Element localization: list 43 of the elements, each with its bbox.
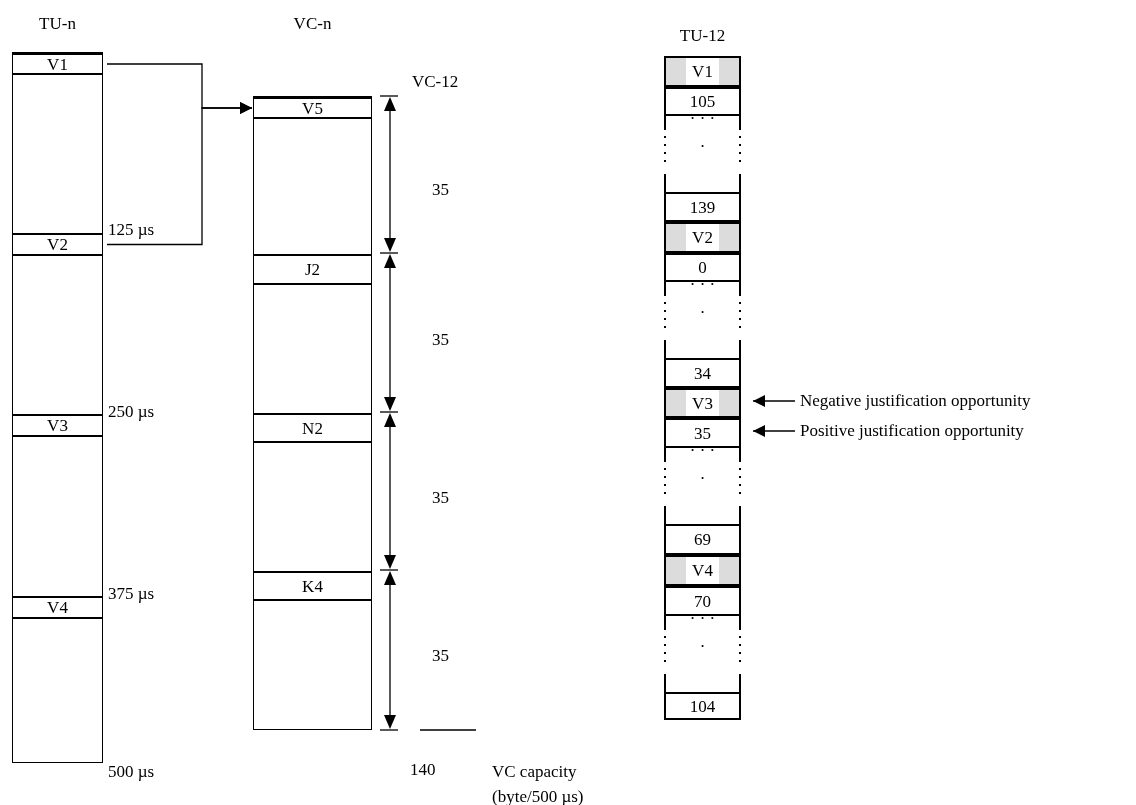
- byte-count-label: 35: [432, 646, 449, 666]
- byte-count-label: 35: [432, 180, 449, 200]
- time-label: 375 µs: [108, 584, 155, 604]
- field-row: V4: [12, 596, 103, 619]
- pointer-byte-cell: V1: [664, 56, 741, 87]
- arrow: [106, 102, 253, 246]
- field-row: J2: [253, 254, 372, 285]
- byte-cell: 34: [664, 358, 741, 388]
- time-label: 250 µs: [108, 402, 155, 422]
- ellipsis-mark: ·: [699, 470, 706, 487]
- ellipsis-mark: ·: [699, 638, 706, 655]
- capacity-label: VC capacity (byte/500 µs): [492, 761, 585, 805]
- byte-cell: 69: [664, 524, 741, 555]
- arrow: [752, 425, 796, 437]
- byte-cell: 104: [664, 692, 741, 720]
- field-row: N2: [253, 413, 372, 443]
- pointer-byte-cell: V2: [664, 222, 741, 253]
- annotation-text: Positive justification opportunity: [800, 421, 1024, 441]
- capacity-value: 140: [410, 760, 436, 780]
- byte-cell: 139: [664, 192, 741, 222]
- ellipsis-mark: ·: [699, 138, 706, 155]
- column-heading: TU-n: [39, 14, 76, 34]
- structure-label: VC-12: [412, 72, 459, 92]
- time-label: 125 µs: [108, 220, 155, 240]
- ellipsis-mark: ·: [699, 304, 706, 321]
- time-label: 500 µs: [108, 762, 155, 782]
- byte-cell: 0: [664, 253, 741, 282]
- byte-cell: 35: [664, 418, 741, 448]
- field-row: K4: [253, 571, 372, 601]
- pointer-byte-cell: V4: [664, 555, 741, 586]
- field-row: V5: [253, 97, 372, 119]
- annotation-text: Negative justification opportunity: [800, 391, 1031, 411]
- byte-count-label: 35: [432, 330, 449, 350]
- byte-cell: 105: [664, 87, 741, 116]
- column-heading: TU-12: [679, 26, 726, 46]
- column-heading: VC-n: [293, 14, 332, 34]
- arrow: [752, 395, 796, 407]
- byte-count-label: 35: [432, 488, 449, 508]
- field-row: V1: [12, 53, 103, 75]
- byte-cell: 70: [664, 586, 741, 616]
- field-row: V3: [12, 414, 103, 437]
- pointer-byte-cell: V3: [664, 388, 741, 418]
- field-row: V2: [12, 233, 103, 256]
